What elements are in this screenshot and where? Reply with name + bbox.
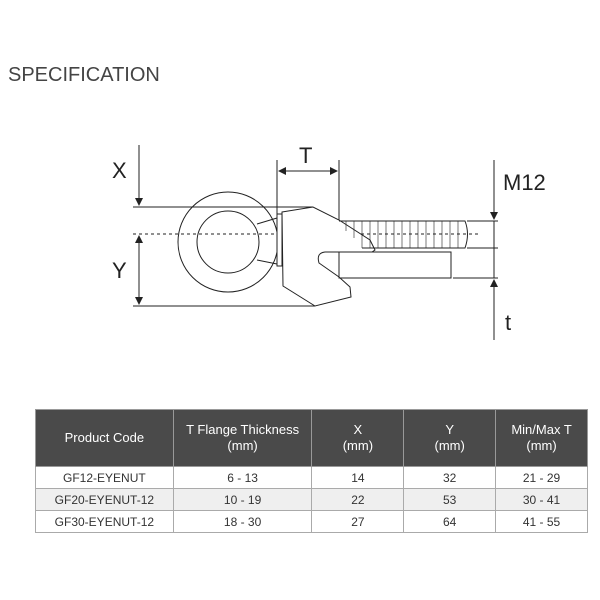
header-y: Y(mm)	[403, 409, 497, 467]
spec-table: Product Code T Flange Thickness(mm) X(mm…	[35, 409, 588, 533]
cell-product-code: GF30-EYENUT-12	[35, 510, 174, 533]
header-min-max-t: Min/Max T(mm)	[495, 409, 588, 467]
cell-y: 64	[403, 510, 497, 533]
label-y: Y	[112, 258, 127, 283]
label-x: X	[112, 158, 127, 183]
cell-y: 53	[403, 488, 497, 511]
table-header: Product Code T Flange Thickness(mm) X(mm…	[35, 409, 588, 467]
flange-plate	[338, 251, 452, 279]
cell-min-max: 30 - 41	[495, 488, 588, 511]
header-x: X(mm)	[311, 409, 405, 467]
cell-product-code: GF12-EYENUT	[35, 466, 174, 489]
cell-flange: 18 - 30	[172, 510, 313, 533]
eyenut-diagram: X Y T M12 t	[112, 143, 546, 340]
label-t-upper: T	[299, 143, 312, 168]
header-product-code: Product Code	[35, 409, 174, 467]
cell-flange: 6 - 13	[172, 466, 313, 489]
cell-min-max: 21 - 29	[495, 466, 588, 489]
cell-x: 14	[311, 466, 405, 489]
cell-x: 22	[311, 488, 405, 511]
nut-body	[281, 206, 376, 307]
cell-y: 32	[403, 466, 497, 489]
label-t-lower: t	[505, 310, 511, 335]
eye-ring-inner	[196, 210, 260, 274]
thread	[339, 220, 468, 249]
cell-x: 27	[311, 510, 405, 533]
cell-flange: 10 - 19	[172, 488, 313, 511]
page-title: SPECIFICATION	[8, 64, 160, 86]
thread-lines	[345, 221, 459, 248]
cell-min-max: 41 - 55	[495, 510, 588, 533]
collar	[276, 213, 283, 267]
label-m12: M12	[503, 170, 546, 195]
header-flange-thickness: T Flange Thickness(mm)	[172, 409, 313, 467]
cell-product-code: GF20-EYENUT-12	[35, 488, 174, 511]
